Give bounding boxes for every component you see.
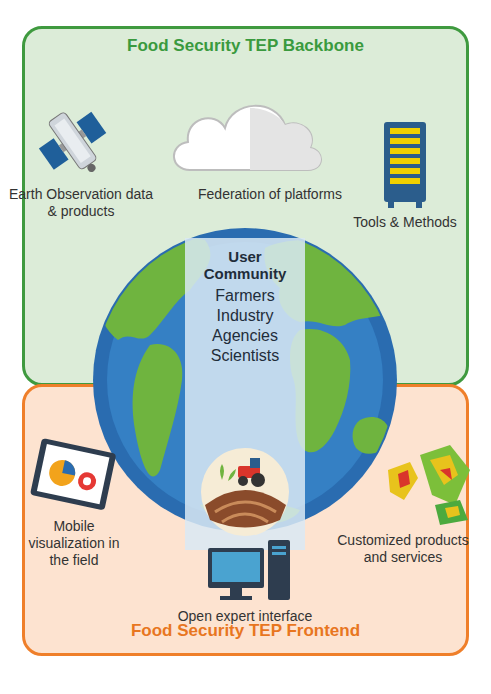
icon-label: Customized products and services xyxy=(328,532,478,566)
icon-label: Federation of platforms xyxy=(170,186,370,203)
map-icon xyxy=(388,445,470,525)
user-panel: User CommunityFarmers Industry Agencies … xyxy=(185,248,305,366)
icon-label: Tools & Methods xyxy=(348,214,462,231)
panel-list: Farmers Industry Agencies Scientists xyxy=(195,286,295,366)
region-title: Food Security TEP Backbone xyxy=(127,36,364,56)
server-icon xyxy=(384,122,426,208)
icon-label: Open expert interface xyxy=(145,608,345,625)
farm-icon xyxy=(201,448,289,536)
tablet-icon xyxy=(30,438,116,511)
icon-label: Earth Observation data & products xyxy=(6,186,156,220)
satellite-icon xyxy=(30,99,120,190)
panel-heading: User Community xyxy=(185,248,305,282)
icon-label: Mobile visualization in the field xyxy=(22,518,126,569)
cloud-icon xyxy=(174,106,321,170)
user-panel xyxy=(185,238,305,550)
computer-icon xyxy=(208,540,290,600)
